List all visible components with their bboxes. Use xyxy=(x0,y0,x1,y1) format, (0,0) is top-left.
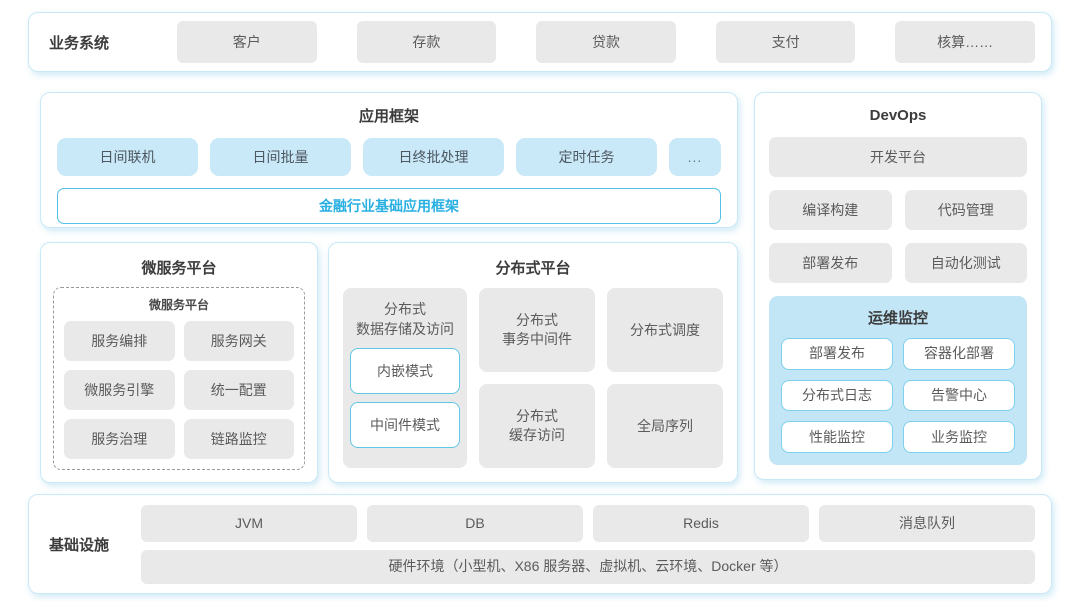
ms-item-orchestration: 服务编排 xyxy=(64,321,175,361)
dist-item-global-sequence: 全局序列 xyxy=(607,384,723,468)
business-systems-panel: 业务系统 客户 存款 贷款 支付 核算…… xyxy=(28,12,1052,72)
platforms-row: 微服务平台 微服务平台 服务编排 服务网关 微服务引擎 统一配置 服务治理 链路… xyxy=(40,242,738,483)
af-item-eod-batch: 日终批处理 xyxy=(363,138,504,176)
ms-item-unified-config: 统一配置 xyxy=(183,370,294,410)
business-item-deposit: 存款 xyxy=(356,21,497,63)
left-column: 应用框架 日间联机 日间批量 日终批处理 定时任务 ... 金融行业基础应用框架… xyxy=(40,92,738,483)
infrastructure-row: JVM DB Redis 消息队列 xyxy=(141,504,1035,542)
infrastructure-content: JVM DB Redis 消息队列 硬件环境（小型机、X86 服务器、虚拟机、云… xyxy=(141,504,1035,584)
microservice-title: 微服务平台 xyxy=(141,260,217,277)
af-item-more: ... xyxy=(669,138,721,176)
ms-item-trace-monitor: 链路监控 xyxy=(183,419,294,459)
app-framework-panel: 应用框架 日间联机 日间批量 日终批处理 定时任务 ... 金融行业基础应用框架 xyxy=(40,92,738,228)
microservice-panel: 微服务平台 微服务平台 服务编排 服务网关 微服务引擎 统一配置 服务治理 链路… xyxy=(40,242,318,483)
storage-mode-embedded: 内嵌模式 xyxy=(350,348,460,395)
af-item-daytime-batch: 日间批量 xyxy=(210,138,351,176)
business-item-payment: 支付 xyxy=(715,21,856,63)
infra-item-db: DB xyxy=(367,504,583,542)
af-item-daytime-online: 日间联机 xyxy=(57,138,198,176)
devops-grid: 编译构建 代码管理 部署发布 自动化测试 xyxy=(769,190,1027,283)
devops-title: DevOps xyxy=(869,107,927,124)
ops-monitor-title: 运维监控 xyxy=(867,310,928,327)
distributed-grid: 分布式 数据存储及访问 内嵌模式 中间件模式 分布式 事务中间件 分布式 缓存访… xyxy=(343,288,723,468)
distributed-panel: 分布式平台 分布式 数据存储及访问 内嵌模式 中间件模式 分布式 事务中间件 分… xyxy=(328,242,738,483)
devops-item-compile-build: 编译构建 xyxy=(769,190,892,230)
microservice-inner-title: 微服务平台 xyxy=(148,298,209,312)
devops-item-deploy-release: 部署发布 xyxy=(769,243,892,283)
ms-item-governance: 服务治理 xyxy=(64,419,175,459)
monitor-item-alert-center: 告警中心 xyxy=(903,379,1015,412)
monitor-item-container-deploy: 容器化部署 xyxy=(903,338,1015,370)
devops-item-auto-test: 自动化测试 xyxy=(904,243,1027,283)
business-item-accounting: 核算…… xyxy=(895,21,1035,63)
distributed-storage-box: 分布式 数据存储及访问 内嵌模式 中间件模式 xyxy=(343,288,467,468)
ops-monitor-panel: 运维监控 部署发布 容器化部署 分布式日志 告警中心 性能监控 业务监控 xyxy=(769,296,1027,465)
business-systems-label: 业务系统 xyxy=(49,34,110,52)
business-item-loan: 贷款 xyxy=(536,21,676,63)
business-item-customer: 客户 xyxy=(177,21,317,63)
distributed-col-3: 分布式调度 全局序列 xyxy=(607,288,723,468)
distributed-title: 分布式平台 xyxy=(495,260,571,277)
devops-item-code-mgmt: 代码管理 xyxy=(904,190,1027,230)
monitor-item-deploy-release: 部署发布 xyxy=(781,338,893,370)
infra-item-jvm: JVM xyxy=(141,504,357,542)
monitor-item-performance: 性能监控 xyxy=(781,421,893,453)
dist-item-cache-access: 分布式 缓存访问 xyxy=(479,384,595,468)
distributed-col-2: 分布式 事务中间件 分布式 缓存访问 xyxy=(479,288,595,468)
monitor-item-business: 业务监控 xyxy=(903,421,1015,453)
dist-item-transaction-middleware: 分布式 事务中间件 xyxy=(479,288,595,372)
storage-mode-middleware: 中间件模式 xyxy=(350,402,460,449)
infra-item-redis: Redis xyxy=(593,504,809,542)
ms-item-gateway: 服务网关 xyxy=(183,321,294,361)
af-item-scheduled-tasks: 定时任务 xyxy=(516,138,657,176)
devops-dev-platform: 开发平台 xyxy=(769,137,1027,177)
infrastructure-panel: 基础设施 JVM DB Redis 消息队列 硬件环境（小型机、X86 服务器、… xyxy=(28,494,1052,594)
middle-section: 应用框架 日间联机 日间批量 日终批处理 定时任务 ... 金融行业基础应用框架… xyxy=(40,92,1042,483)
monitor-item-distributed-log: 分布式日志 xyxy=(781,379,893,412)
base-framework-box: 金融行业基础应用框架 xyxy=(57,188,721,224)
distributed-storage-label: 分布式 数据存储及访问 xyxy=(356,301,454,337)
infra-hardware-env: 硬件环境（小型机、X86 服务器、虚拟机、云环境、Docker 等） xyxy=(141,549,1035,584)
ms-item-engine: 微服务引擎 xyxy=(64,370,175,410)
devops-panel: DevOps 开发平台 编译构建 代码管理 部署发布 自动化测试 运维监控 部署… xyxy=(754,92,1042,480)
ops-monitor-grid: 部署发布 容器化部署 分布式日志 告警中心 性能监控 业务监控 xyxy=(781,338,1015,453)
microservice-inner-box: 微服务平台 服务编排 服务网关 微服务引擎 统一配置 服务治理 链路监控 xyxy=(53,287,305,470)
infra-item-message-queue: 消息队列 xyxy=(819,504,1035,542)
app-framework-title: 应用框架 xyxy=(358,108,419,125)
dist-item-scheduling: 分布式调度 xyxy=(607,288,723,372)
app-framework-row: 日间联机 日间批量 日终批处理 定时任务 ... xyxy=(57,138,721,176)
infrastructure-label: 基础设施 xyxy=(49,536,110,554)
microservice-grid: 服务编排 服务网关 微服务引擎 统一配置 服务治理 链路监控 xyxy=(64,321,294,459)
